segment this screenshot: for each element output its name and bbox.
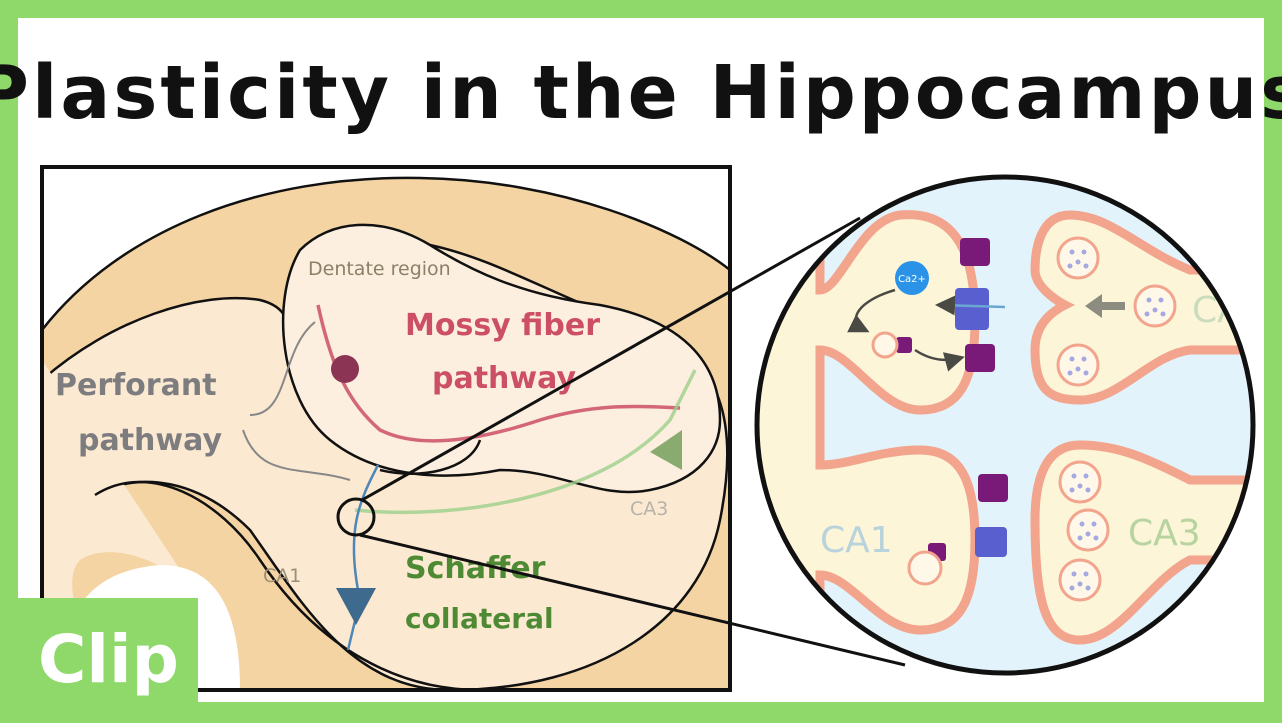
ca1-label: CA1 — [263, 565, 301, 587]
magnifier-source-circle — [336, 497, 376, 537]
ca3-zoom-label: CA3 — [1128, 513, 1201, 554]
zoom-circle-frame — [754, 174, 1256, 676]
calcium-ion-icon — [895, 261, 929, 295]
perforant-path-lower — [242, 429, 351, 481]
hippocampus-diagram: Dentate region Mossy fiber pathway Perfo… — [42, 167, 730, 690]
calcium-label: Ca2+ — [898, 274, 926, 285]
dentate-region-label: Dentate region — [308, 258, 451, 280]
clip-badge-label: Clip — [38, 621, 179, 698]
schaffer-label-2: collateral — [405, 602, 554, 635]
schaffer-collateral-path — [354, 369, 697, 515]
magnifier-line-bottom — [359, 533, 906, 667]
clip-badge — [18, 598, 198, 702]
ca1-neuron-triangle — [336, 588, 376, 625]
schaffer-label-1: Schaffer — [405, 551, 546, 586]
diagram-frame — [40, 165, 732, 692]
calcium-influx-arrow — [935, 295, 1006, 316]
neurotransmitter-dots — [1067, 249, 1166, 591]
perforant-label-1: Perforant — [55, 368, 217, 403]
release-arrow-icon — [1085, 294, 1102, 318]
perforant-label-2: pathway — [78, 423, 222, 458]
page-title: Plasticity in the Hippocampus — [0, 50, 1282, 136]
synaptic-vesicles — [1056, 236, 1177, 602]
ca1-zoom-label: CA1 — [820, 520, 893, 561]
synapse-zoom: Ca2+ CA1 CA3 CA — [757, 177, 1253, 673]
magnifier-line-top — [361, 216, 861, 502]
perforant-path-upper — [249, 321, 316, 416]
ca3-neuron-triangle — [650, 430, 682, 470]
mossy-fiber-label-2: pathway — [432, 361, 576, 396]
granule-cell-body — [331, 355, 359, 383]
dentate-region — [281, 223, 722, 494]
ampa-receptors — [896, 238, 1008, 561]
ca3-label: CA3 — [630, 498, 668, 520]
mossy-fiber-label-1: Mossy fiber — [405, 308, 600, 343]
